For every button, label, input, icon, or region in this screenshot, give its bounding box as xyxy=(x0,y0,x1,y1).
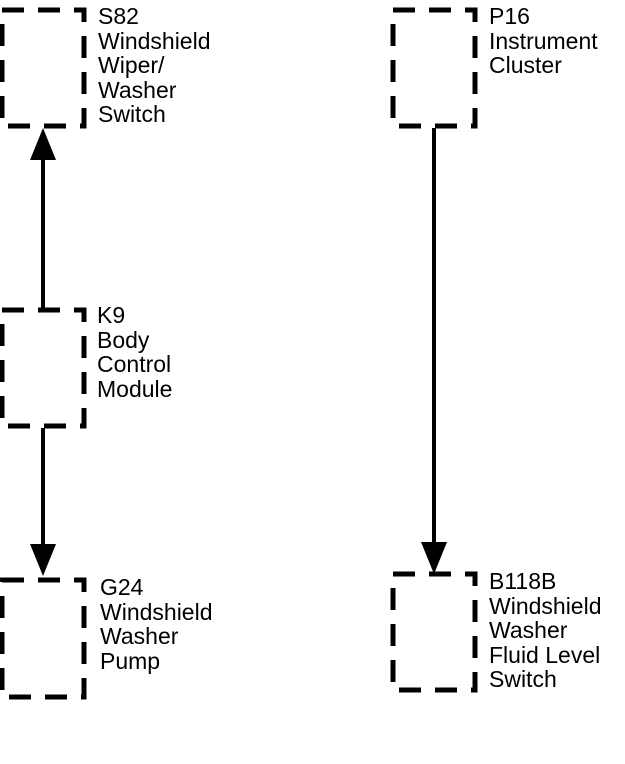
b118b-label-line: Windshield xyxy=(489,592,602,619)
k9-label-line: Control xyxy=(97,351,172,377)
b118b-label-line: Fluid Level xyxy=(489,641,601,668)
s82-arrowhead xyxy=(30,128,56,160)
g24-label-line: Pump xyxy=(100,647,161,674)
k9-box xyxy=(0,307,87,429)
g24-label-line: G24 xyxy=(100,574,144,600)
s82-label-line: Switch xyxy=(98,101,166,127)
p16-box xyxy=(390,7,478,129)
s82-label-line: Windshield xyxy=(98,27,211,54)
g24-arrowhead xyxy=(30,544,56,576)
p16-label-line: Cluster xyxy=(489,52,562,78)
b118b-box xyxy=(390,571,478,693)
s82-label: S82 Windshield Wiper/ Washer Switch xyxy=(98,4,211,127)
k9-label-line: K9 xyxy=(97,302,126,328)
g24-label: G24 Windshield Washer Pump xyxy=(100,575,213,673)
g24-box xyxy=(0,577,87,700)
s82-label-line: Washer xyxy=(98,76,177,103)
b118b-label: B118B Windshield Washer Fluid Level Swit… xyxy=(489,569,602,692)
s82-label-line: S82 xyxy=(98,3,139,29)
b118b-label-line: Switch xyxy=(489,666,557,692)
p16-label-line: Instrument xyxy=(489,27,598,54)
s82-box xyxy=(0,7,87,129)
g24-label-line: Washer xyxy=(100,623,179,649)
p16-label-line: P16 xyxy=(489,3,530,29)
k9-label-line: Body xyxy=(97,326,150,353)
b118b-arrowhead xyxy=(421,542,447,574)
k9-label: K9 Body Control Module xyxy=(97,303,172,401)
b118b-label-line: Washer xyxy=(489,617,568,643)
s82-label-line: Wiper/ xyxy=(98,52,165,78)
k9-label-line: Module xyxy=(97,375,173,402)
b118b-label-line: B118B xyxy=(489,568,557,594)
p16-label: P16 Instrument Cluster xyxy=(489,4,598,78)
g24-label-line: Windshield xyxy=(100,598,213,625)
